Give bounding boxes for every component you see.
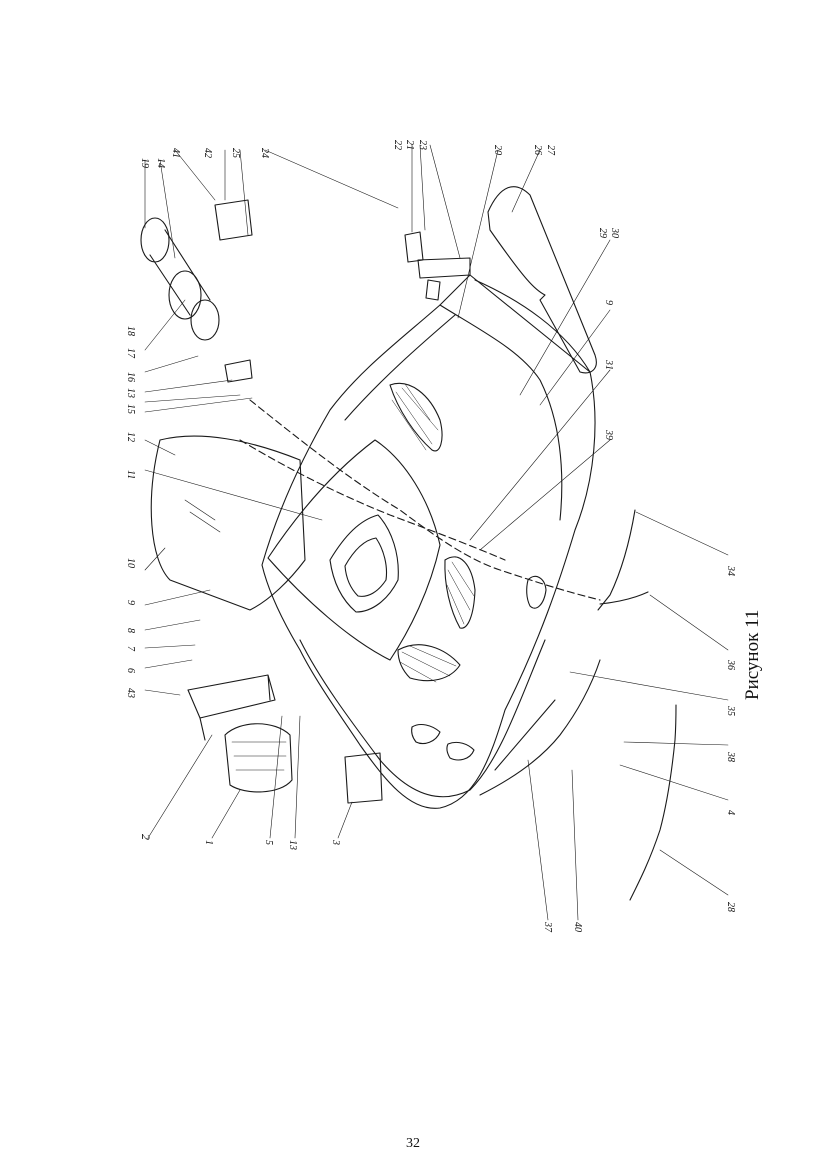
cockpit-recess [329,514,399,613]
callout-2: 2 [139,834,153,840]
callout-27: 27 [545,145,556,156]
hood-inner-edge [299,314,546,798]
headlight-assembly [224,723,293,793]
callout-41: 41 [170,148,181,158]
cockpit-frame [267,439,441,661]
cockpit-recess-inner [344,537,388,597]
callout-4: 4 [725,810,736,815]
callout-25: 25 [230,148,241,158]
callout-43: 43 [125,688,136,698]
callout-21: 21 [404,140,415,150]
callout-9a: 9 [603,300,614,305]
windshield-part [150,435,306,611]
callout-1: 1 [203,840,214,845]
callout-23: 23 [417,140,428,150]
callout-37: 37 [542,921,553,933]
cable-routing-dashed-2 [239,439,506,561]
callout-5: 5 [263,840,274,845]
leader-lines [144,144,729,921]
callout-19: 19 [139,158,150,168]
callout-42: 42 [202,148,213,158]
callout-12: 12 [125,432,136,442]
callout-7: 7 [125,646,136,652]
gauge-assembly [140,217,220,341]
callout-10: 10 [125,558,136,568]
callout-40: 40 [572,922,583,932]
hinge-plate [404,231,471,301]
plate-part [344,752,383,804]
cable-28 [629,704,677,901]
callout-13a: 13 [125,388,136,398]
callout-13b: 13 [287,840,298,850]
front-bumper-edge [479,659,601,796]
callout-28: 28 [725,902,736,912]
callout-24: 24 [259,148,270,158]
headlight-bracket [187,674,276,741]
callout-20: 20 [492,145,503,155]
callout-30: 30 [609,227,620,238]
callout-35: 35 [725,705,736,716]
callout-3: 3 [330,839,341,845]
callout-15: 15 [125,404,136,414]
callout-38: 38 [725,751,736,762]
callout-36: 36 [725,659,736,670]
figure-caption: Рисунок 11 [742,609,763,700]
callout-16: 16 [125,372,136,382]
cable-routing-dashed [249,399,601,601]
callout-26: 26 [532,145,543,155]
callout-numbers: 19 14 41 42 25 24 22 21 23 20 26 27 29 3… [125,140,736,933]
page-number: 32 [406,1136,420,1151]
callout-14: 14 [155,158,166,168]
vent-small-a [526,575,547,609]
callout-17: 17 [125,348,136,359]
callout-39: 39 [603,429,614,440]
vent-grille-lower [397,644,461,683]
callout-9b: 9 [125,600,136,605]
rear-panel [487,186,597,374]
callout-8: 8 [125,628,136,633]
callout-18: 18 [125,326,136,336]
callout-6: 6 [125,668,136,673]
callout-22: 22 [392,140,403,150]
cable-34 [597,509,636,611]
vent-grille-upper [389,382,443,452]
hood-outline [261,274,596,809]
callout-34: 34 [725,565,736,576]
mount-plate [224,359,253,383]
callout-29: 29 [597,228,608,238]
cable-36 [599,591,649,605]
vent-grille-middle [444,556,476,629]
vent-small-b [411,723,475,761]
callout-11: 11 [125,470,136,479]
upper-bracket [214,199,253,241]
callout-31: 31 [603,359,614,370]
hood-top-panel [439,279,591,521]
